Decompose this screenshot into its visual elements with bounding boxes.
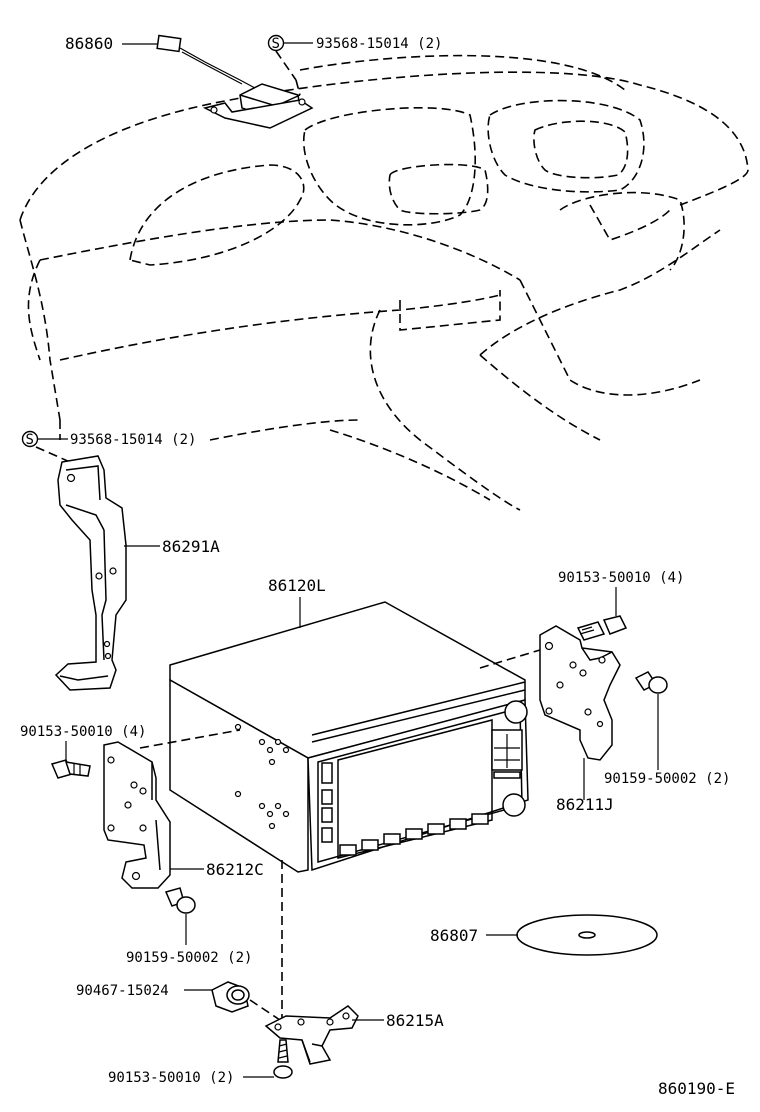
label-86212c: 86212C <box>206 860 264 879</box>
screw-left-top <box>50 741 91 779</box>
screw-bottom <box>243 1039 293 1079</box>
screw-symbol-mid: S <box>21 430 71 463</box>
label-90153-right: 90153-50010 (4) <box>558 570 684 586</box>
label-86860: 86860 <box>65 34 113 53</box>
label-90467: 90467-15024 <box>76 983 169 999</box>
label-86211j: 86211J <box>556 795 614 814</box>
label-86807: 86807 <box>430 926 478 945</box>
screw-symbol-letter: S <box>272 36 280 52</box>
label-93568-top: 93568-15014 (2) <box>316 36 442 52</box>
bracket-86291a <box>54 455 127 691</box>
nav-bottom-buttons <box>339 813 489 856</box>
screw-symbol-top: S <box>267 34 313 81</box>
label-90153-left: 90153-50010 (4) <box>20 724 146 740</box>
label-90153-bottom: 90153-50010 (2) <box>108 1070 234 1086</box>
bracket-86211j <box>539 625 621 761</box>
disc <box>516 914 658 956</box>
label-90159-left: 90159-50002 (2) <box>126 950 252 966</box>
label-86291a: 86291A <box>162 537 220 556</box>
bracket-86212c <box>103 741 171 889</box>
dashboard-outline <box>19 54 749 511</box>
screw-right-top <box>576 587 628 641</box>
screw-symbol-letter: S <box>26 432 34 448</box>
figure-code: 860190-E <box>658 1079 735 1098</box>
navigation-unit <box>139 601 541 1020</box>
bracket-86215a <box>264 1005 359 1065</box>
clip <box>184 981 281 1021</box>
bolt-right <box>634 671 668 770</box>
antenna-amplifier <box>156 34 314 129</box>
label-86120l: 86120L <box>268 576 326 595</box>
bolt-left <box>164 887 196 945</box>
label-86215a: 86215A <box>386 1011 444 1030</box>
nav-side-holes <box>234 723 290 830</box>
label-93568-mid: 93568-15014 (2) <box>70 432 196 448</box>
label-90159-right: 90159-50002 (2) <box>604 771 730 787</box>
